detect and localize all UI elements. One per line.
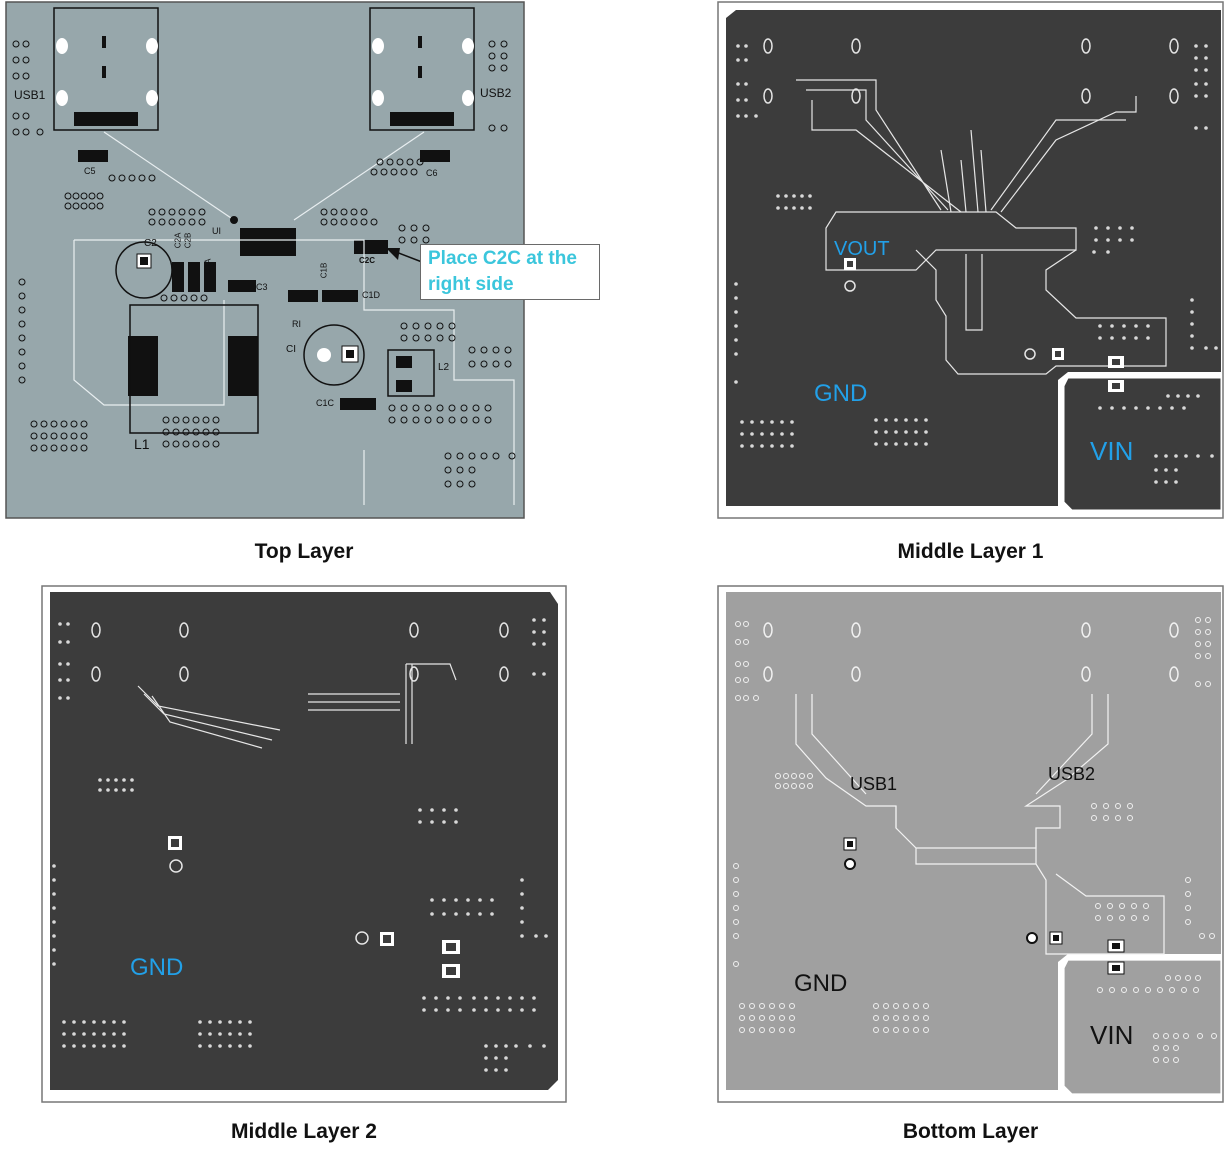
silk-c2: C2 — [144, 238, 157, 249]
vin-plane-bottom — [1063, 959, 1222, 1095]
silk-l1: L1 — [134, 436, 150, 452]
region-gnd: GND — [814, 380, 868, 407]
middle-layer-1-panel: VOUT GND VIN — [716, 0, 1225, 522]
middle-layer-2-board — [41, 585, 567, 1103]
region-gnd-bottom: GND — [794, 970, 848, 997]
silk-c3: C3 — [256, 282, 268, 292]
gnd-plane — [726, 10, 1221, 506]
l1-inductor — [129, 304, 259, 434]
top-layer-panel: USB1 USB2 C5 C6 UI C2 C2A C2B C3 C1A C2C… — [4, 0, 600, 522]
gnd-plane-bottom — [726, 592, 1221, 1090]
silk-c5: C5 — [84, 166, 96, 176]
l2-inductor — [387, 349, 435, 397]
silk-usb2: USB2 — [480, 86, 512, 100]
callout-line-1: Place C2C at the — [428, 248, 577, 269]
silk-c2c: C2C — [359, 256, 376, 265]
silk-c1b: C1B — [319, 262, 329, 279]
silk-c2b: C2B — [183, 232, 193, 249]
silk-c1c: C1C — [316, 398, 335, 408]
c1-capacitor — [303, 324, 365, 386]
caption-middle-layer-1: Middle Layer 1 — [897, 540, 1044, 563]
silk-c2a: C2A — [173, 232, 183, 249]
middle-layer-2-panel: GND — [40, 584, 568, 1104]
region-usb2: USB2 — [1048, 764, 1096, 784]
silk-c1a: C1A — [203, 258, 213, 275]
silk-ci: CI — [286, 344, 296, 355]
callout-box — [420, 244, 600, 300]
middle-layer-1-board — [717, 1, 1224, 519]
silk-usb1: USB1 — [14, 88, 46, 102]
region-gnd-2: GND — [130, 954, 184, 981]
region-vin: VIN — [1090, 436, 1134, 466]
silk-c1d: C1D — [362, 290, 381, 300]
caption-bottom-layer: Bottom Layer — [902, 1120, 1039, 1143]
silk-ri: RI — [292, 319, 301, 329]
caption-top-layer: Top Layer — [254, 540, 354, 563]
callout-line-2: right side — [428, 274, 514, 295]
gnd-plane-2 — [50, 592, 558, 1090]
caption-middle-layer-2: Middle Layer 2 — [231, 1120, 377, 1143]
bottom-layer-panel: USB1 USB2 GND VIN — [716, 584, 1225, 1104]
c2-capacitor — [115, 241, 173, 299]
silk-l2: L2 — [438, 362, 450, 373]
region-vout: VOUT — [834, 238, 890, 260]
region-usb1: USB1 — [850, 774, 898, 794]
vin-plane — [1063, 377, 1222, 511]
bottom-layer-board — [717, 585, 1224, 1103]
silk-c6: C6 — [426, 168, 438, 178]
silk-ui: UI — [212, 226, 221, 236]
region-vin-bottom: VIN — [1090, 1020, 1134, 1050]
